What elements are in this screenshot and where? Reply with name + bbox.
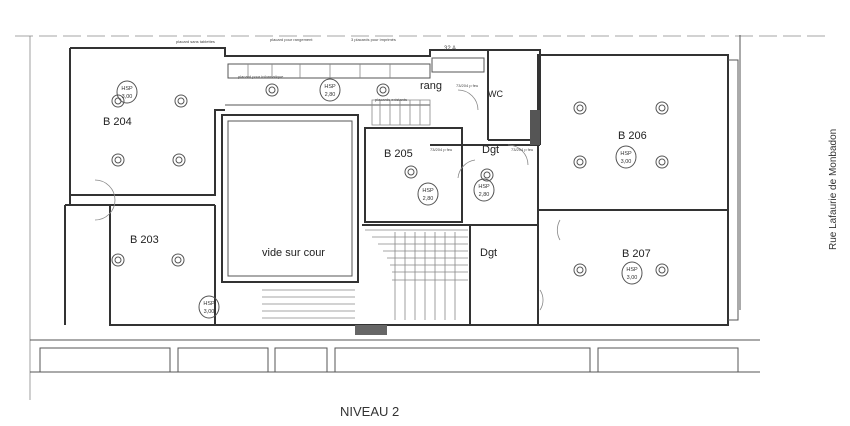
hsp-text: HSP [422,188,434,194]
hsp-markers: HSP3,00HSP2,80HSP2,80HSP2,80HSP3,00HSP3,… [116,78,643,319]
cabinets [227,57,485,79]
room-label-b204: B 204 [103,116,132,128]
annotation-placard-rangement: placard pour rangement [270,37,313,42]
ceiling-light-icon [404,165,418,179]
ceiling-light-icon [573,101,587,115]
room-label-b205: B 205 [384,148,413,160]
hsp-text: HSP [121,86,133,92]
hsp-marker: HSP 3,00 [116,80,138,104]
ceiling-light-icon [172,153,186,167]
room-label-dgt-lower: Dgt [480,247,497,259]
ceiling-light-icon [655,263,669,277]
annotation-placard-top-left: placard sans tablettes [176,39,215,44]
ceiling-light-icon [376,83,390,97]
hsp-marker: HSP 2,80 [473,178,495,202]
annotation-door-1: 73/204 p feu [456,83,478,88]
hsp-marker: HSP 3,00 [198,295,220,319]
walls [15,35,830,400]
ceiling-light-icon [655,155,669,169]
hsp-text: HSP [620,151,632,157]
room-label-b207: B 207 [622,248,651,260]
room-label-wc: WC [488,89,503,99]
annotation-placard-informatique: placard pour informatique [238,74,284,79]
hsp-text: 2,80 [479,192,490,198]
hsp-marker: HSP 3,00 [615,145,637,169]
ceiling-light-icon [265,83,279,97]
hsp-text: 2,80 [423,196,434,202]
page-title: NIVEAU 2 [340,404,399,419]
room-label-rang: rang [420,80,442,92]
hsp-text: HSP [324,84,336,90]
annotation-door-3: 73/204 p feu [511,147,533,152]
annotation-placards-imprimes: 3 placards pour imprimés [351,37,396,42]
ceiling-light-icon [480,168,494,182]
annotation-placards-existants: placards existants [375,97,407,102]
room-label-dgt-upper: Dgt [482,144,499,156]
hsp-marker: HSP 2,80 [319,78,341,102]
ceiling-light-icon [573,155,587,169]
hsp-text: HSP [478,184,490,190]
ceiling-light-icon [655,101,669,115]
hsp-text: 3,00 [204,309,215,315]
hsp-text: HSP [203,301,215,307]
stairs [262,99,468,320]
ceiling-light-icon [171,253,185,267]
light-fixtures [111,83,669,277]
room-label-b203: B 203 [130,234,159,246]
annotation-power: 32 A [444,46,456,52]
annotation-door-2: 73/204 p feu [430,147,452,152]
hsp-text: 3,00 [621,159,632,165]
hsp-text: 2,80 [325,92,336,98]
hsp-text: 3,00 [627,275,638,281]
hsp-text: 3,00 [122,94,133,100]
street-label: Rue Lafaurie de Monbadon [828,129,839,250]
room-label-court: vide sur cour [262,247,325,259]
ceiling-light-icon [111,153,125,167]
room-label-b206: B 206 [618,130,647,142]
doors [94,89,561,311]
hsp-text: HSP [626,267,638,273]
ceiling-light-icon [573,263,587,277]
hsp-marker: HSP 2,80 [417,182,439,206]
ceiling-light-icon [111,253,125,267]
ceiling-light-icon [174,94,188,108]
hsp-marker: HSP 3,00 [621,261,643,285]
